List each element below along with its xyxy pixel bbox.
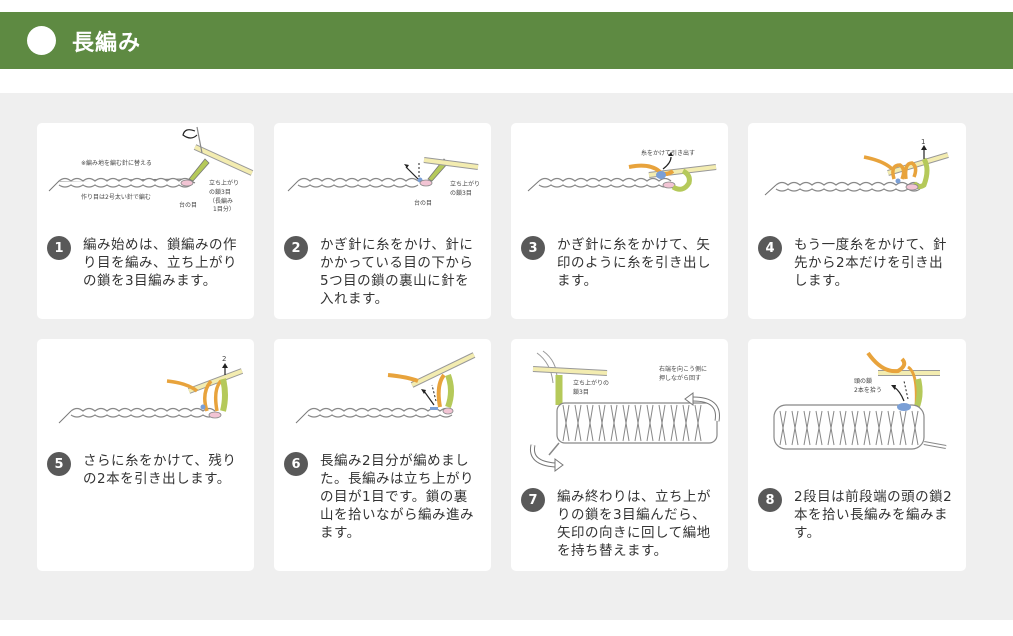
step-number-badge: 2 — [284, 236, 308, 260]
step-7: 7 編み終わりは、立ち上がりの鎖を3目編んだら、矢印の向きに回して編地を持ち替え… — [521, 488, 717, 560]
step-number-badge: 5 — [47, 452, 71, 476]
step-3: 3 かぎ針に糸をかけて、矢印のように糸を引き出します。 — [521, 236, 717, 290]
step-card-1: ※編み地を編む針に替える 作り目は2号太い針で編む 立ち上がり の鎖3目 （長編… — [37, 123, 254, 319]
svg-text:台の目: 台の目 — [179, 201, 197, 209]
step-4-illustration: 1 — [764, 138, 949, 196]
step-description: 2段目は前段端の頭の鎖2本を拾い長編みを編みます。 — [794, 489, 953, 541]
steps-container: ※編み地を編む針に替える 作り目は2号太い針で編む 立ち上がり の鎖3目 （長編… — [0, 93, 1013, 620]
step-number-badge: 8 — [758, 488, 782, 512]
svg-text:頭の鎖: 頭の鎖 — [854, 377, 872, 385]
step-card-8: 頭の鎖 2本を拾う 8 2段目は前段端の頭の鎖2本を拾い長編みを編みます。 — [748, 339, 966, 571]
step-number-badge: 4 — [758, 236, 782, 260]
step-number-badge: 7 — [521, 488, 545, 512]
step-number-badge: 3 — [521, 236, 545, 260]
step-number-badge: 1 — [47, 236, 71, 260]
step-6: 6 長編み2目分が編めました。長編みは立ち上がりの目が1目です。鎖の裏山を拾いな… — [284, 452, 480, 542]
step-card-5: 2 5 さらに糸をかけて、残りの2本を引き出します。 — [37, 339, 254, 571]
step-5-illustration: 2 — [58, 355, 244, 424]
step-5: 5 さらに糸をかけて、残りの2本を引き出します。 — [47, 452, 243, 488]
section-header: 長編み — [0, 12, 1013, 69]
step-description: もう一度糸をかけて、針先から2本だけを引き出します。 — [794, 237, 947, 289]
svg-text:立ち上がり: 立ち上がり — [450, 180, 480, 188]
svg-text:台の目: 台の目 — [414, 199, 432, 207]
step-1-illustration: ※編み地を編む針に替える 作り目は2号太い針で編む 立ち上がり の鎖3目 （長編… — [48, 126, 254, 213]
svg-text:立ち上がり: 立ち上がり — [209, 179, 239, 187]
step-7-illustration: 立ち上がりの 鎖3目 右端を向こう側に 押しながら回す — [529, 350, 720, 472]
step-1: 1 編み始めは、鎖編みの作り目を編み、立ち上がりの鎖を3目編みます。 — [47, 236, 243, 290]
step-8: 8 2段目は前段端の頭の鎖2本を拾い長編みを編みます。 — [758, 488, 954, 542]
svg-text:1: 1 — [921, 138, 925, 146]
svg-text:※編み地を編む針に替える: ※編み地を編む針に替える — [81, 159, 152, 167]
step-4: 4 もう一度糸をかけて、針先から2本だけを引き出します。 — [758, 236, 954, 290]
svg-text:2本を拾う: 2本を拾う — [854, 386, 882, 394]
svg-text:の鎖3目: の鎖3目 — [209, 188, 231, 196]
step-2: 2 かぎ針に糸をかけ、針にかかっている目の下から5つ目の鎖の裏山に針を入れます。 — [284, 236, 480, 308]
step-description: かぎ針に糸をかけて、矢印のように糸を引き出します。 — [557, 237, 711, 289]
svg-text:1目分）: 1目分） — [213, 205, 235, 213]
svg-text:糸をかけて引き出す: 糸をかけて引き出す — [641, 149, 695, 157]
header-bullet-icon — [27, 26, 56, 55]
step-3-illustration: 糸をかけて引き出す — [527, 149, 717, 192]
step-card-2: 立ち上がり の鎖3目 台の目 2 かぎ針に糸をかけ、針にかかっている目の下から5… — [274, 123, 491, 319]
svg-text:作り目は2号太い針で編む: 作り目は2号太い針で編む — [81, 193, 151, 201]
page-title: 長編み — [72, 30, 142, 56]
svg-text:右端を向こう側に: 右端を向こう側に — [659, 365, 707, 373]
step-card-3: 糸をかけて引き出す 3 かぎ針に糸をかけて、矢印のように糸を引き出します。 — [511, 123, 728, 319]
svg-text:2: 2 — [222, 355, 226, 363]
step-card-6: 6 長編み2目分が編めました。長編みは立ち上がりの目が1目です。鎖の裏山を拾いな… — [274, 339, 491, 571]
step-2-illustration: 立ち上がり の鎖3目 台の目 — [287, 157, 480, 207]
step-description: かぎ針に糸をかけ、針にかかっている目の下から5つ目の鎖の裏山に針を入れます。 — [320, 237, 474, 307]
step-6-illustration — [295, 352, 476, 424]
step-8-illustration: 頭の鎖 2本を拾う — [773, 351, 947, 450]
svg-text:立ち上がりの: 立ち上がりの — [573, 379, 609, 387]
step-description: さらに糸をかけて、残りの2本を引き出します。 — [83, 453, 237, 487]
svg-text:（長編み: （長編み — [209, 197, 233, 205]
step-number-badge: 6 — [284, 452, 308, 476]
step-description: 長編み2目分が編めました。長編みは立ち上がりの目が1目です。鎖の裏山を拾いながら… — [320, 453, 474, 541]
step-description: 編み始めは、鎖編みの作り目を編み、立ち上がりの鎖を3目編みます。 — [83, 237, 237, 289]
step-card-7: 立ち上がりの 鎖3目 右端を向こう側に 押しながら回す 7 編み終わりは、立ち上… — [511, 339, 728, 571]
step-card-4: 1 4 もう一度糸をかけて、針先から2本だけを引き出します。 — [748, 123, 966, 319]
svg-text:の鎖3目: の鎖3目 — [450, 189, 472, 197]
step-description: 編み終わりは、立ち上がりの鎖を3目編んだら、矢印の向きに回して編地を持ち替えます… — [557, 489, 711, 559]
svg-text:押しながら回す: 押しながら回す — [659, 374, 701, 382]
svg-text:鎖3目: 鎖3目 — [573, 388, 589, 396]
